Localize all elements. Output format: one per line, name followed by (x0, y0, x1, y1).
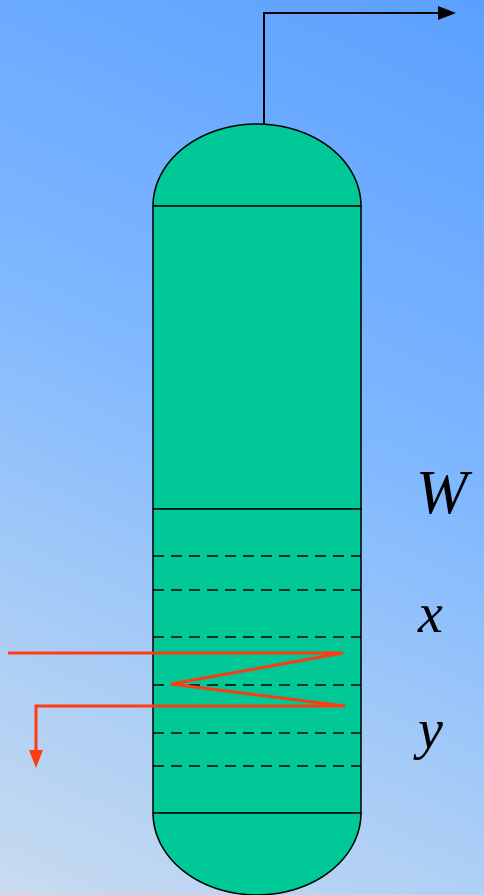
column-top-cap (152, 123, 362, 207)
label-x: x (417, 583, 443, 645)
heat-exchange-coil (8, 651, 346, 768)
overhead-outlet-line (263, 6, 456, 125)
label-y: y (413, 699, 443, 761)
column-lower-section (152, 508, 362, 814)
column-bottom-cap (152, 812, 362, 895)
label-w: W (416, 459, 473, 527)
column-upper-section (152, 205, 362, 510)
outlet-arrowhead (438, 6, 456, 20)
coil-outlet-arrowhead (29, 750, 43, 768)
